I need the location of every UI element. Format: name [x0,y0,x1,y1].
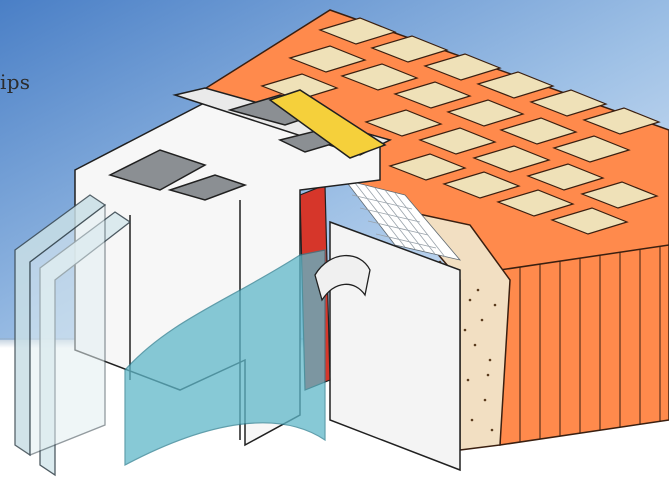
brick-wall-illustration [193,9,669,446]
glass-pane-illustration [14,194,132,477]
caption-text: ips [0,70,31,94]
reinforcement-mesh-illustration [343,179,462,261]
drainage-hood-illustration [314,254,371,302]
sealing-membrane-illustration [124,249,326,466]
